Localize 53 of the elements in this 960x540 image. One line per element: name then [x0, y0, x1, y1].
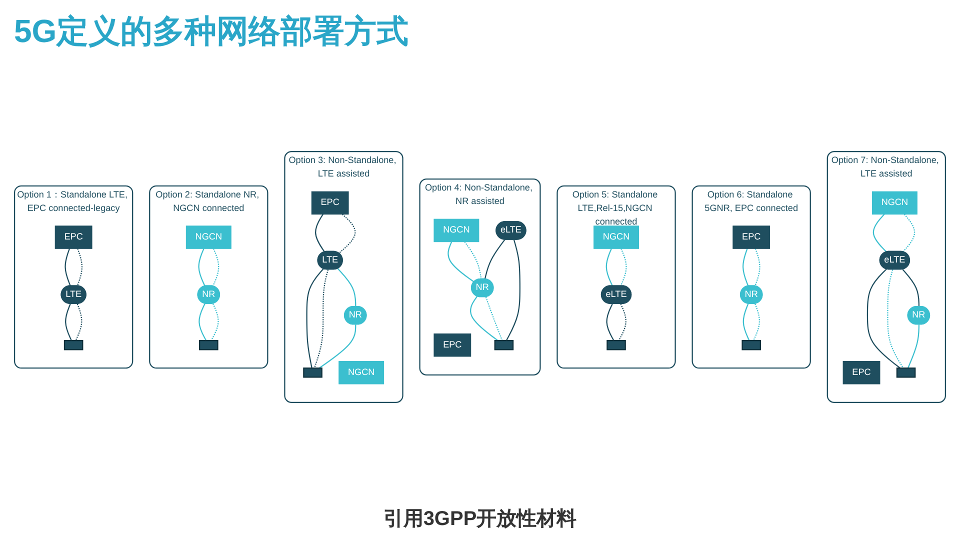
node-box: EPC: [311, 191, 349, 215]
connector: [315, 214, 325, 252]
connector: [907, 324, 920, 368]
connector: [618, 304, 626, 341]
connector: [620, 248, 627, 286]
connector: [902, 269, 920, 307]
connector: [902, 214, 916, 252]
node-phone: [606, 340, 626, 350]
node-phone: [896, 368, 916, 378]
slide-title: 5G定义的多种网络部署方式: [14, 12, 409, 51]
connector: [464, 241, 482, 280]
node-box: NGCN: [434, 218, 480, 242]
node-box: NGCN: [872, 191, 918, 215]
node-box: EPC: [54, 226, 92, 249]
connector: [866, 268, 900, 369]
connector: [887, 269, 904, 368]
connector: [606, 248, 613, 286]
connector: [606, 304, 614, 341]
node-box: NGCN: [594, 226, 639, 249]
node-box: EPC: [434, 333, 472, 357]
connector: [212, 248, 220, 286]
connector: [314, 269, 329, 368]
connector: [484, 239, 506, 280]
connector: [754, 248, 760, 286]
caption: 引用3GPP开放性材料: [382, 507, 578, 532]
connector: [752, 304, 760, 341]
node-phone: [303, 368, 322, 378]
connector: [198, 303, 207, 341]
connector: [65, 304, 72, 341]
node-box: EPC: [732, 226, 770, 249]
connector: [506, 240, 520, 341]
node-phone: [64, 340, 84, 350]
node-phone: [199, 340, 218, 350]
connector: [338, 214, 356, 254]
node-phone: [494, 340, 514, 350]
node-phone: [742, 340, 761, 350]
connector: [485, 296, 503, 341]
connector: [448, 242, 474, 282]
node-box: EPC: [842, 361, 880, 384]
node-box: NGCN: [186, 226, 232, 249]
node-box: NGCN: [338, 361, 384, 384]
connector: [306, 268, 324, 368]
connector: [75, 304, 82, 341]
connector: [742, 304, 750, 341]
connector: [470, 296, 498, 342]
connector: [64, 248, 71, 286]
connector: [76, 248, 83, 286]
connector: [742, 248, 749, 286]
connector: [872, 214, 887, 252]
connector: [337, 268, 356, 307]
connector: [318, 324, 356, 369]
connector: [198, 248, 206, 286]
connector: [210, 303, 219, 341]
